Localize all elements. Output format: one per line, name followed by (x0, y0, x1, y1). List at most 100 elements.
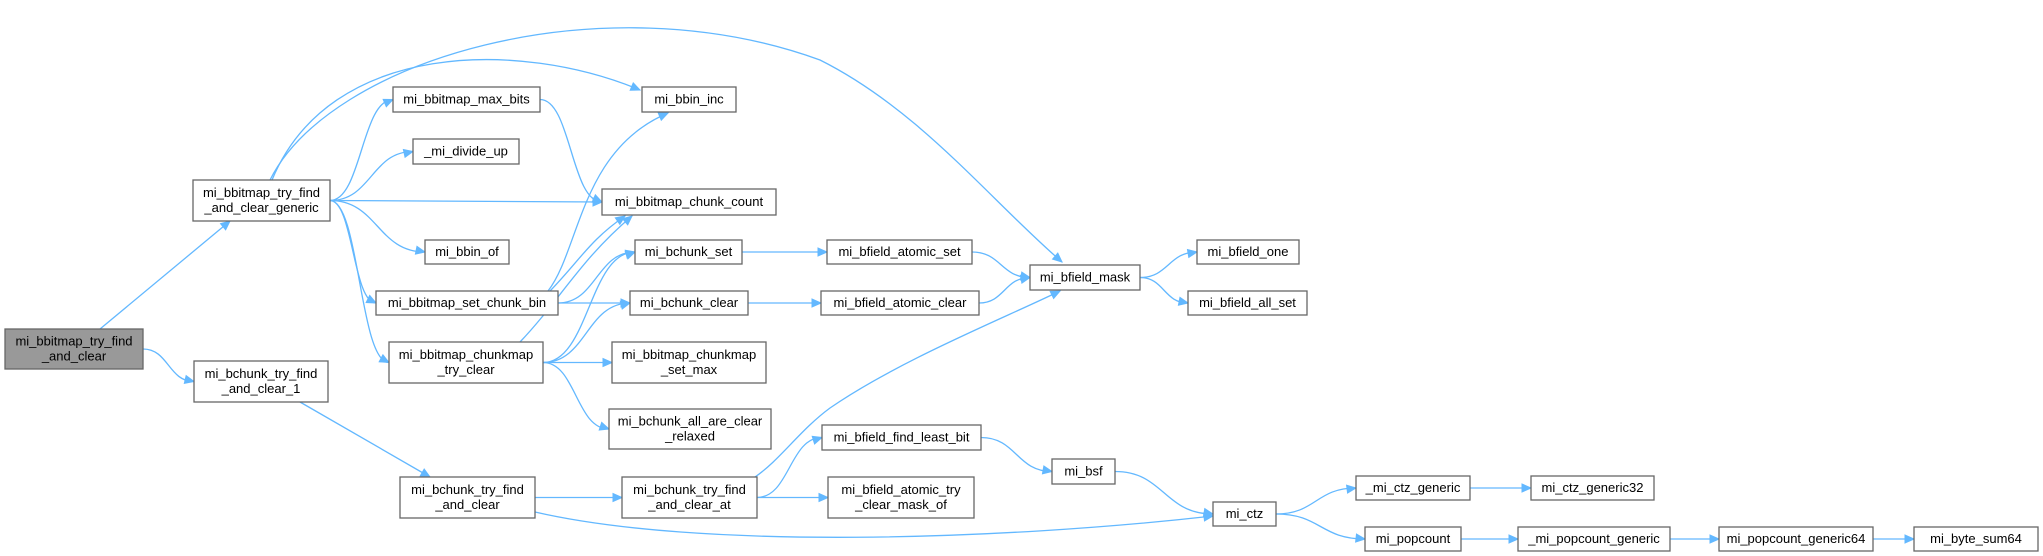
node-box (1187, 290, 1308, 316)
node-box (392, 86, 541, 113)
node-box (1051, 458, 1116, 485)
node-box (193, 360, 329, 403)
node-label: _and_clear (41, 349, 107, 364)
node-binof[interactable]: mi_bbin_of (424, 239, 510, 265)
edge-chunkmaptc-chunkcount (519, 215, 633, 343)
node-label: mi_bbin_inc (654, 92, 724, 107)
node-box (1913, 526, 2039, 552)
node-bctfc1[interactable]: mi_bchunk_try_find_and_clear_1 (193, 360, 329, 403)
edge-bctfc-bctfca (534, 492, 624, 503)
node-setmax[interactable]: mi_bbitmap_chunkmap_set_max (611, 341, 767, 384)
edge-arrowhead (1345, 484, 1358, 494)
edge-tfcg-chunkmaptc (329, 199, 391, 364)
edge-setchunkbin-chunkcount (549, 215, 627, 292)
edge-chunkmaptc-bcset (542, 250, 637, 364)
node-bctfca[interactable]: mi_bchunk_try_find_and_clear_at (621, 476, 758, 519)
node-root[interactable]: mi_bbitmap_try_find_and_clear (4, 328, 144, 370)
node-chunkmaptc[interactable]: mi_bbitmap_chunkmap_try_clear (388, 341, 544, 384)
edge-maxbits-chunkcount (539, 98, 604, 203)
node-label: mi_bchunk_try_find (205, 366, 318, 381)
edge-tfcg-maxbits (329, 98, 395, 202)
edge-mask-allset (1139, 276, 1190, 306)
node-ctzg32[interactable]: mi_ctz_generic32 (1530, 475, 1655, 501)
edge-layer (99, 27, 1916, 544)
node-trymask[interactable]: mi_bfield_atomic_try_clear_mask_of (827, 476, 975, 519)
node-setchunkbin[interactable]: mi_bbitmap_set_chunk_bin (375, 290, 559, 316)
node-popg64[interactable]: mi_popcount_generic64 (1718, 526, 1874, 552)
edge-root-tfcg (99, 220, 231, 330)
edge-line (329, 98, 394, 202)
node-allset[interactable]: mi_bfield_all_set (1187, 290, 1308, 316)
edge-popg-popg64 (1669, 534, 1721, 544)
node-popg[interactable]: _mi_popcount_generic (1517, 526, 1671, 552)
edge-line (299, 401, 431, 478)
node-label: _mi_divide_up (423, 144, 508, 159)
edge-ctz-popcount (1275, 513, 1367, 543)
edge-mask-one (1139, 248, 1199, 279)
edge-arrowhead (1041, 465, 1054, 475)
edge-bsf-ctz (1114, 470, 1215, 518)
edge-arrowhead (1186, 248, 1199, 259)
node-label: mi_bchunk_set (645, 244, 733, 259)
edge-arrowhead (818, 492, 830, 503)
edge-line (542, 361, 610, 430)
node-popcount[interactable]: mi_popcount (1364, 526, 1462, 552)
edge-line (754, 290, 1061, 478)
node-label: mi_bbitmap_try_find (203, 185, 320, 200)
node-bcset[interactable]: mi_bchunk_set (634, 239, 743, 265)
node-label: _and_clear (434, 497, 500, 512)
node-box (1196, 239, 1300, 265)
edge-arrowhead (612, 492, 624, 503)
edge-atomicclear-mask (978, 274, 1032, 304)
node-divup[interactable]: _mi_divide_up (412, 138, 520, 165)
node-bctfc[interactable]: mi_bchunk_try_find_and_clear (399, 476, 536, 519)
node-box (634, 239, 743, 265)
node-bsf[interactable]: mi_bsf (1051, 458, 1116, 485)
node-atomicclear[interactable]: mi_bfield_atomic_clear (820, 290, 980, 316)
node-label: mi_bbin_of (435, 244, 499, 259)
node-layer: mi_bbitmap_try_find_and_clearmi_bbitmap_… (4, 86, 2039, 552)
node-label: _mi_popcount_generic (1527, 531, 1660, 546)
node-ctzg[interactable]: _mi_ctz_generic (1355, 475, 1471, 501)
edge-root-bctfc1 (142, 348, 196, 385)
edge-arrowhead (1019, 274, 1032, 284)
edge-line (1114, 470, 1214, 515)
edge-line (980, 436, 1053, 473)
edge-arrowhead (1051, 252, 1063, 263)
node-atomicset[interactable]: mi_bfield_atomic_set (826, 239, 973, 265)
node-bcclear[interactable]: mi_bchunk_clear (629, 290, 749, 316)
node-label: mi_ctz_generic32 (1542, 480, 1644, 495)
node-label: _and_clear_at (647, 497, 731, 512)
edge-arrowhead (598, 421, 611, 431)
node-label: mi_bbitmap_chunkmap (399, 347, 533, 362)
node-label: mi_bbitmap_chunk_count (615, 194, 764, 209)
node-bytesum[interactable]: mi_byte_sum64 (1913, 526, 2039, 552)
node-label: mi_popcount_generic64 (1727, 531, 1866, 546)
node-ctz[interactable]: mi_ctz (1212, 501, 1277, 527)
node-box (611, 341, 767, 384)
node-label: mi_bbitmap_try_find (15, 334, 132, 349)
node-label: _set_max (660, 362, 718, 377)
edge-arrowhead (1049, 290, 1062, 300)
node-allclear[interactable]: mi_bchunk_all_are_clear_relaxed (608, 408, 772, 450)
node-box (399, 476, 536, 519)
edge-arrowhead (1177, 296, 1190, 306)
node-one[interactable]: mi_bfield_one (1196, 239, 1300, 265)
node-bbininc[interactable]: mi_bbin_inc (641, 86, 737, 113)
edge-line (269, 27, 1063, 263)
edge-arrowhead (183, 374, 196, 385)
edge-arrowhead (817, 247, 829, 257)
node-box (192, 179, 331, 222)
node-box (4, 328, 144, 370)
node-maxbits[interactable]: mi_bbitmap_max_bits (392, 86, 541, 113)
node-label: _clear_mask_of (854, 497, 947, 512)
node-chunkcount[interactable]: mi_bbitmap_chunk_count (601, 188, 777, 216)
edge-arrowhead (624, 250, 637, 260)
node-tfcg[interactable]: mi_bbitmap_try_find_and_clear_generic (192, 179, 331, 222)
node-leastbit[interactable]: mi_bfield_find_least_bit (821, 424, 982, 451)
node-label: mi_bbitmap_chunkmap (622, 347, 756, 362)
node-box (1364, 526, 1462, 552)
node-label: mi_byte_sum64 (1930, 531, 2022, 546)
node-mask[interactable]: mi_bfield_mask (1029, 264, 1141, 291)
edge-arrowhead (219, 220, 231, 231)
